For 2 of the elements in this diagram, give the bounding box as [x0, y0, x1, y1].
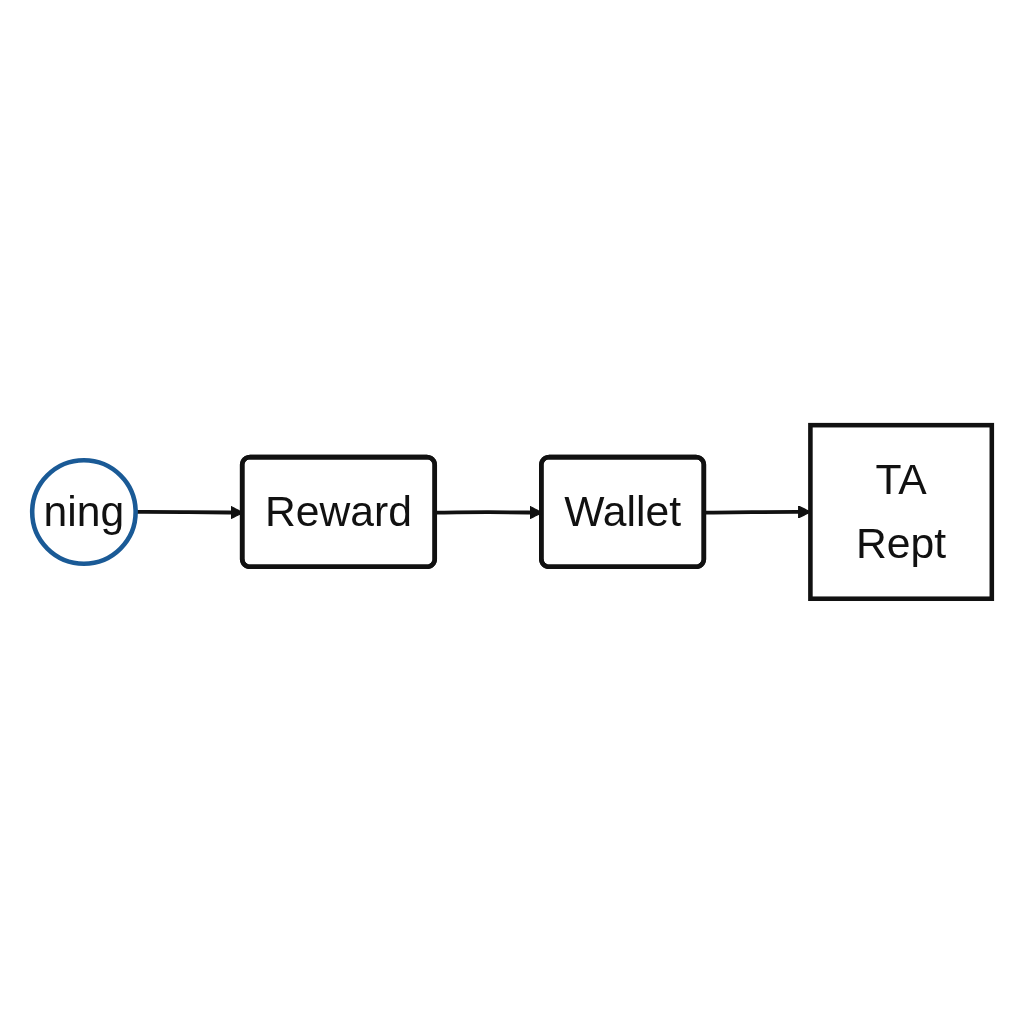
node-box: TA Rept [808, 422, 995, 602]
node-circle: ning [29, 458, 138, 566]
